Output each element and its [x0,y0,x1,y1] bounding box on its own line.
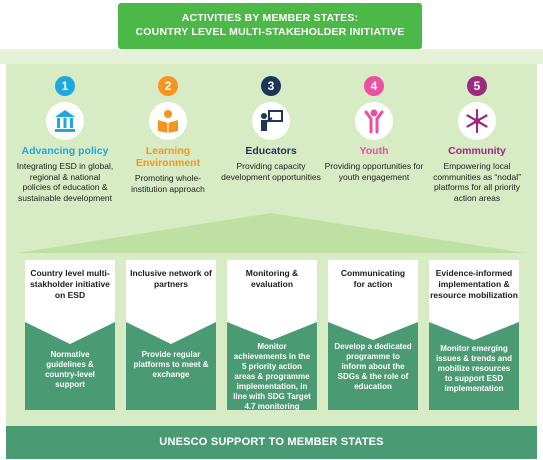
area-community: 5 Community Empowering local communities… [427,76,527,203]
footer-banner: UNESCO SUPPORT TO MEMBER STATES [6,426,537,459]
pillar-action-text: Normative guidelines & country-level sup… [45,350,95,389]
pillar-action-box: Develop a dedicated programme to inform … [328,322,418,410]
reading-person-icon [149,102,187,140]
area-youth: 4 Youth Providing opportunities for yout… [324,76,424,182]
pillar-action-text: Develop a dedicated programme to inform … [334,342,412,391]
pillar-action-text: Monitor achievements in the 5 priority a… [233,342,311,411]
area-description: Providing opportunities for youth engage… [324,161,424,182]
pillar-country-initiative: Country level multi-stakholder initiativ… [25,260,115,410]
area-title: Community [448,145,506,157]
area-title: Advancing policy [21,145,109,157]
government-building-icon [46,102,84,140]
banner-strip [0,49,543,64]
area-description: Integrating ESD in global, regional & na… [16,161,114,203]
area-number-badge: 5 [467,76,487,96]
area-number-badge: 2 [158,76,178,96]
area-number-badge: 4 [364,76,384,96]
area-title: Educators [245,145,297,157]
snowflake-community-icon [458,102,496,140]
pillar-heading: Country level multi-stakholder initiativ… [30,268,110,300]
area-title: Youth [359,145,389,157]
pillar-action-text: Monitor emerging issues & trends and mob… [435,344,513,393]
area-description: Empowering local communities as “nodal” … [433,161,521,203]
area-description: Promoting whole-institution approach [131,173,205,194]
pillar-heading: Monitoring & evaluation [245,268,299,289]
pillar-partner-network: Inclusive network of partners Provide re… [126,260,216,410]
pillar-action-text: Provide regular platforms to meet & exch… [133,350,209,379]
title-line-2: COUNTRY LEVEL MULTI-STAKEHOLDER INITIATI… [135,26,405,38]
pillar-heading: Communicating for action [340,268,406,289]
pillar-action-box: Monitor achievements in the 5 priority a… [227,322,317,411]
pillar-action-box: Monitor emerging issues & trends and mob… [429,322,519,410]
pillar-communicating: Communicating for action Develop a dedic… [328,260,418,410]
teacher-board-icon [252,102,290,140]
title-banner: ACTIVITIES BY MEMBER STATES: COUNTRY LEV… [118,3,422,49]
area-number-badge: 3 [261,76,281,96]
area-description: Providing capacity development opportuni… [221,161,321,182]
roof-shape [18,213,525,253]
pillar-heading: Inclusive network of partners [130,268,212,289]
pillar-action-box: Provide regular platforms to meet & exch… [126,322,216,410]
area-learning-environment: 2 Learning Environment Promoting whole-i… [118,76,218,194]
area-educators: 3 Educators Providing capacity developme… [221,76,321,182]
area-title: Learning Environment [135,145,201,169]
youth-person-icon [355,102,393,140]
area-advancing-policy: 1 Advancing policy Integrating ESD in gl… [15,76,115,203]
pillar-heading: Evidence-informed implementation & resou… [430,268,518,300]
pillar-evidence-resources: Evidence-informed implementation & resou… [429,260,519,410]
pillar-action-box: Normative guidelines & country-level sup… [25,322,115,410]
area-number-badge: 1 [55,76,75,96]
pillar-monitoring: Monitoring & evaluation Monitor achievem… [227,260,317,411]
title-line-1: ACTIVITIES BY MEMBER STATES: [181,12,359,24]
